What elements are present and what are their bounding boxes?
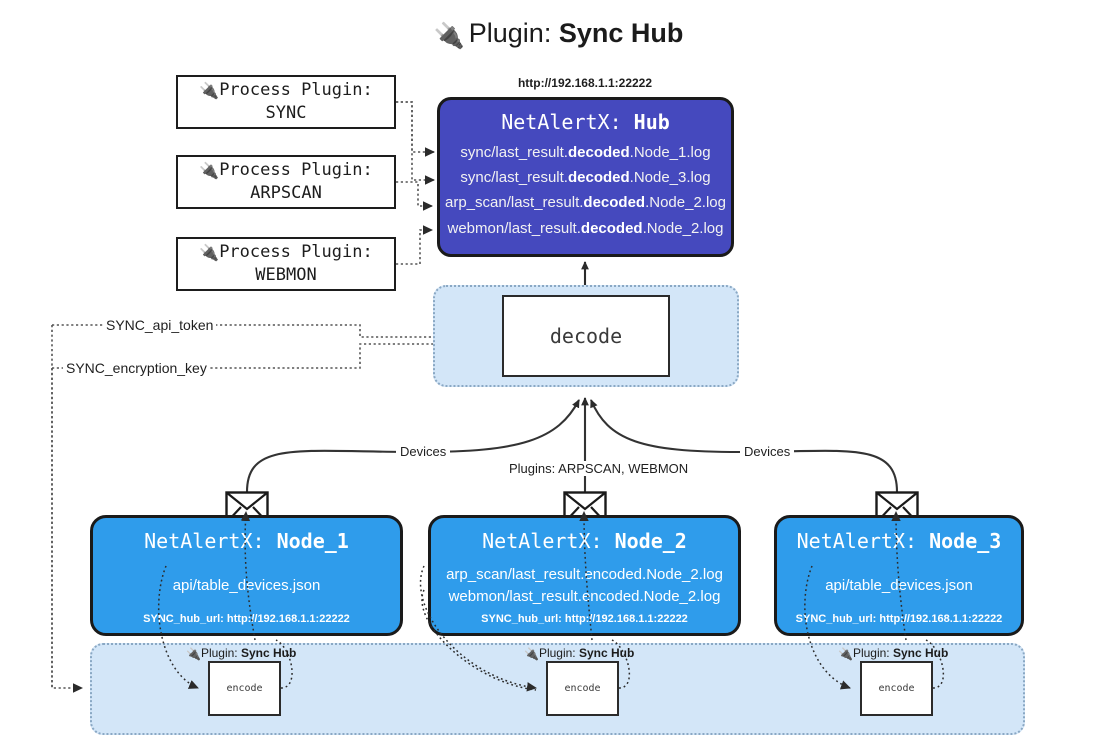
encode-box-node-3[interactable]: encode	[860, 661, 933, 716]
process-plugin-line1: 🔌Process Plugin:	[199, 80, 373, 101]
process-plugin-line1: 🔌Process Plugin:	[199, 242, 373, 263]
node-line: webmon/last_result.encoded.Node_2.log	[448, 588, 721, 605]
encode-plugin-label-node-3: 🔌Plugin: Sync Hub	[838, 646, 949, 661]
node-title: NetAlertX: Node_3	[796, 529, 1002, 553]
node-title: NetAlertX: Node_1	[144, 529, 349, 553]
page-title-prefix: Plugin:	[468, 18, 559, 48]
node-line: api/table_devices.json	[825, 576, 973, 594]
node-card-node-2[interactable]: NetAlertX: Node_2 arp_scan/last_result.e…	[428, 515, 741, 636]
sync-encryption-key-label: SYNC_encryption_key	[63, 360, 210, 376]
hub-log-line: arp_scan/last_result.decoded.Node_2.log	[445, 194, 726, 212]
page-title-name: Sync Hub	[558, 18, 684, 48]
encode-box-node-1[interactable]: encode	[208, 661, 281, 716]
node-footer: SYNC_hub_url: http://192.168.1.1:22222	[143, 613, 350, 625]
plug-icon: 🔌	[199, 81, 220, 101]
process-plugin-box-arpscan[interactable]: 🔌Process Plugin: ARPSCAN	[176, 155, 396, 209]
encode-plugin-label-node-2: 🔌Plugin: Sync Hub	[524, 646, 635, 661]
process-plugin-line2: WEBMON	[255, 265, 317, 285]
hub-card[interactable]: NetAlertX: Hub sync/last_result.decoded.…	[437, 97, 734, 257]
node-footer: SYNC_hub_url: http://192.168.1.1:22222	[795, 613, 1003, 625]
plug-icon: 🔌	[199, 243, 220, 263]
node-card-node-1[interactable]: NetAlertX: Node_1 api/table_devices.json…	[90, 515, 403, 636]
process-plugin-line1: 🔌Process Plugin:	[199, 160, 373, 181]
edge-label-devices-right: Devices	[740, 444, 795, 459]
plug-icon: 🔌	[838, 647, 853, 661]
process-plugin-box-webmon[interactable]: 🔌Process Plugin: WEBMON	[176, 237, 396, 291]
plug-icon: 🔌	[433, 22, 465, 50]
process-plugin-line2: SYNC	[265, 103, 307, 123]
decode-box[interactable]: decode	[502, 295, 670, 377]
plug-icon: 🔌	[199, 161, 220, 181]
encode-box-node-2[interactable]: encode	[546, 661, 619, 716]
encode-label: encode	[564, 683, 601, 694]
hub-url-label: http://192.168.1.1:22222	[517, 76, 653, 90]
plug-icon: 🔌	[524, 647, 539, 661]
encode-plugin-label-node-1: 🔌Plugin: Sync Hub	[186, 646, 297, 661]
node-title: NetAlertX: Node_2	[482, 529, 687, 553]
hub-log-line: webmon/last_result.decoded.Node_2.log	[447, 219, 724, 237]
node-footer: SYNC_hub_url: http://192.168.1.1:22222	[481, 613, 688, 625]
hub-log-line: sync/last_result.decoded.Node_3.log	[460, 169, 711, 187]
node-line: api/table_devices.json	[172, 576, 321, 594]
hub-title: NetAlertX: Hub	[501, 110, 670, 134]
node-line: arp_scan/last_result.encoded.Node_2.log	[446, 565, 723, 583]
sync-api-token-label: SYNC_api_token	[103, 317, 217, 333]
node-card-node-3[interactable]: NetAlertX: Node_3 api/table_devices.json…	[774, 515, 1024, 636]
page-title: 🔌Plugin: Sync Hub	[0, 18, 1117, 51]
decode-label: decode	[549, 324, 623, 348]
encode-label: encode	[226, 683, 263, 694]
process-plugin-box-sync[interactable]: 🔌Process Plugin: SYNC	[176, 75, 396, 129]
edge-label-devices-left: Devices	[396, 444, 451, 459]
process-plugin-line2: ARPSCAN	[250, 183, 322, 203]
plug-icon: 🔌	[186, 647, 201, 661]
hub-log-line: sync/last_result.decoded.Node_1.log	[460, 144, 711, 161]
edge-label-plugins-center: Plugins: ARPSCAN, WEBMON	[505, 461, 693, 476]
encode-label: encode	[878, 683, 915, 694]
